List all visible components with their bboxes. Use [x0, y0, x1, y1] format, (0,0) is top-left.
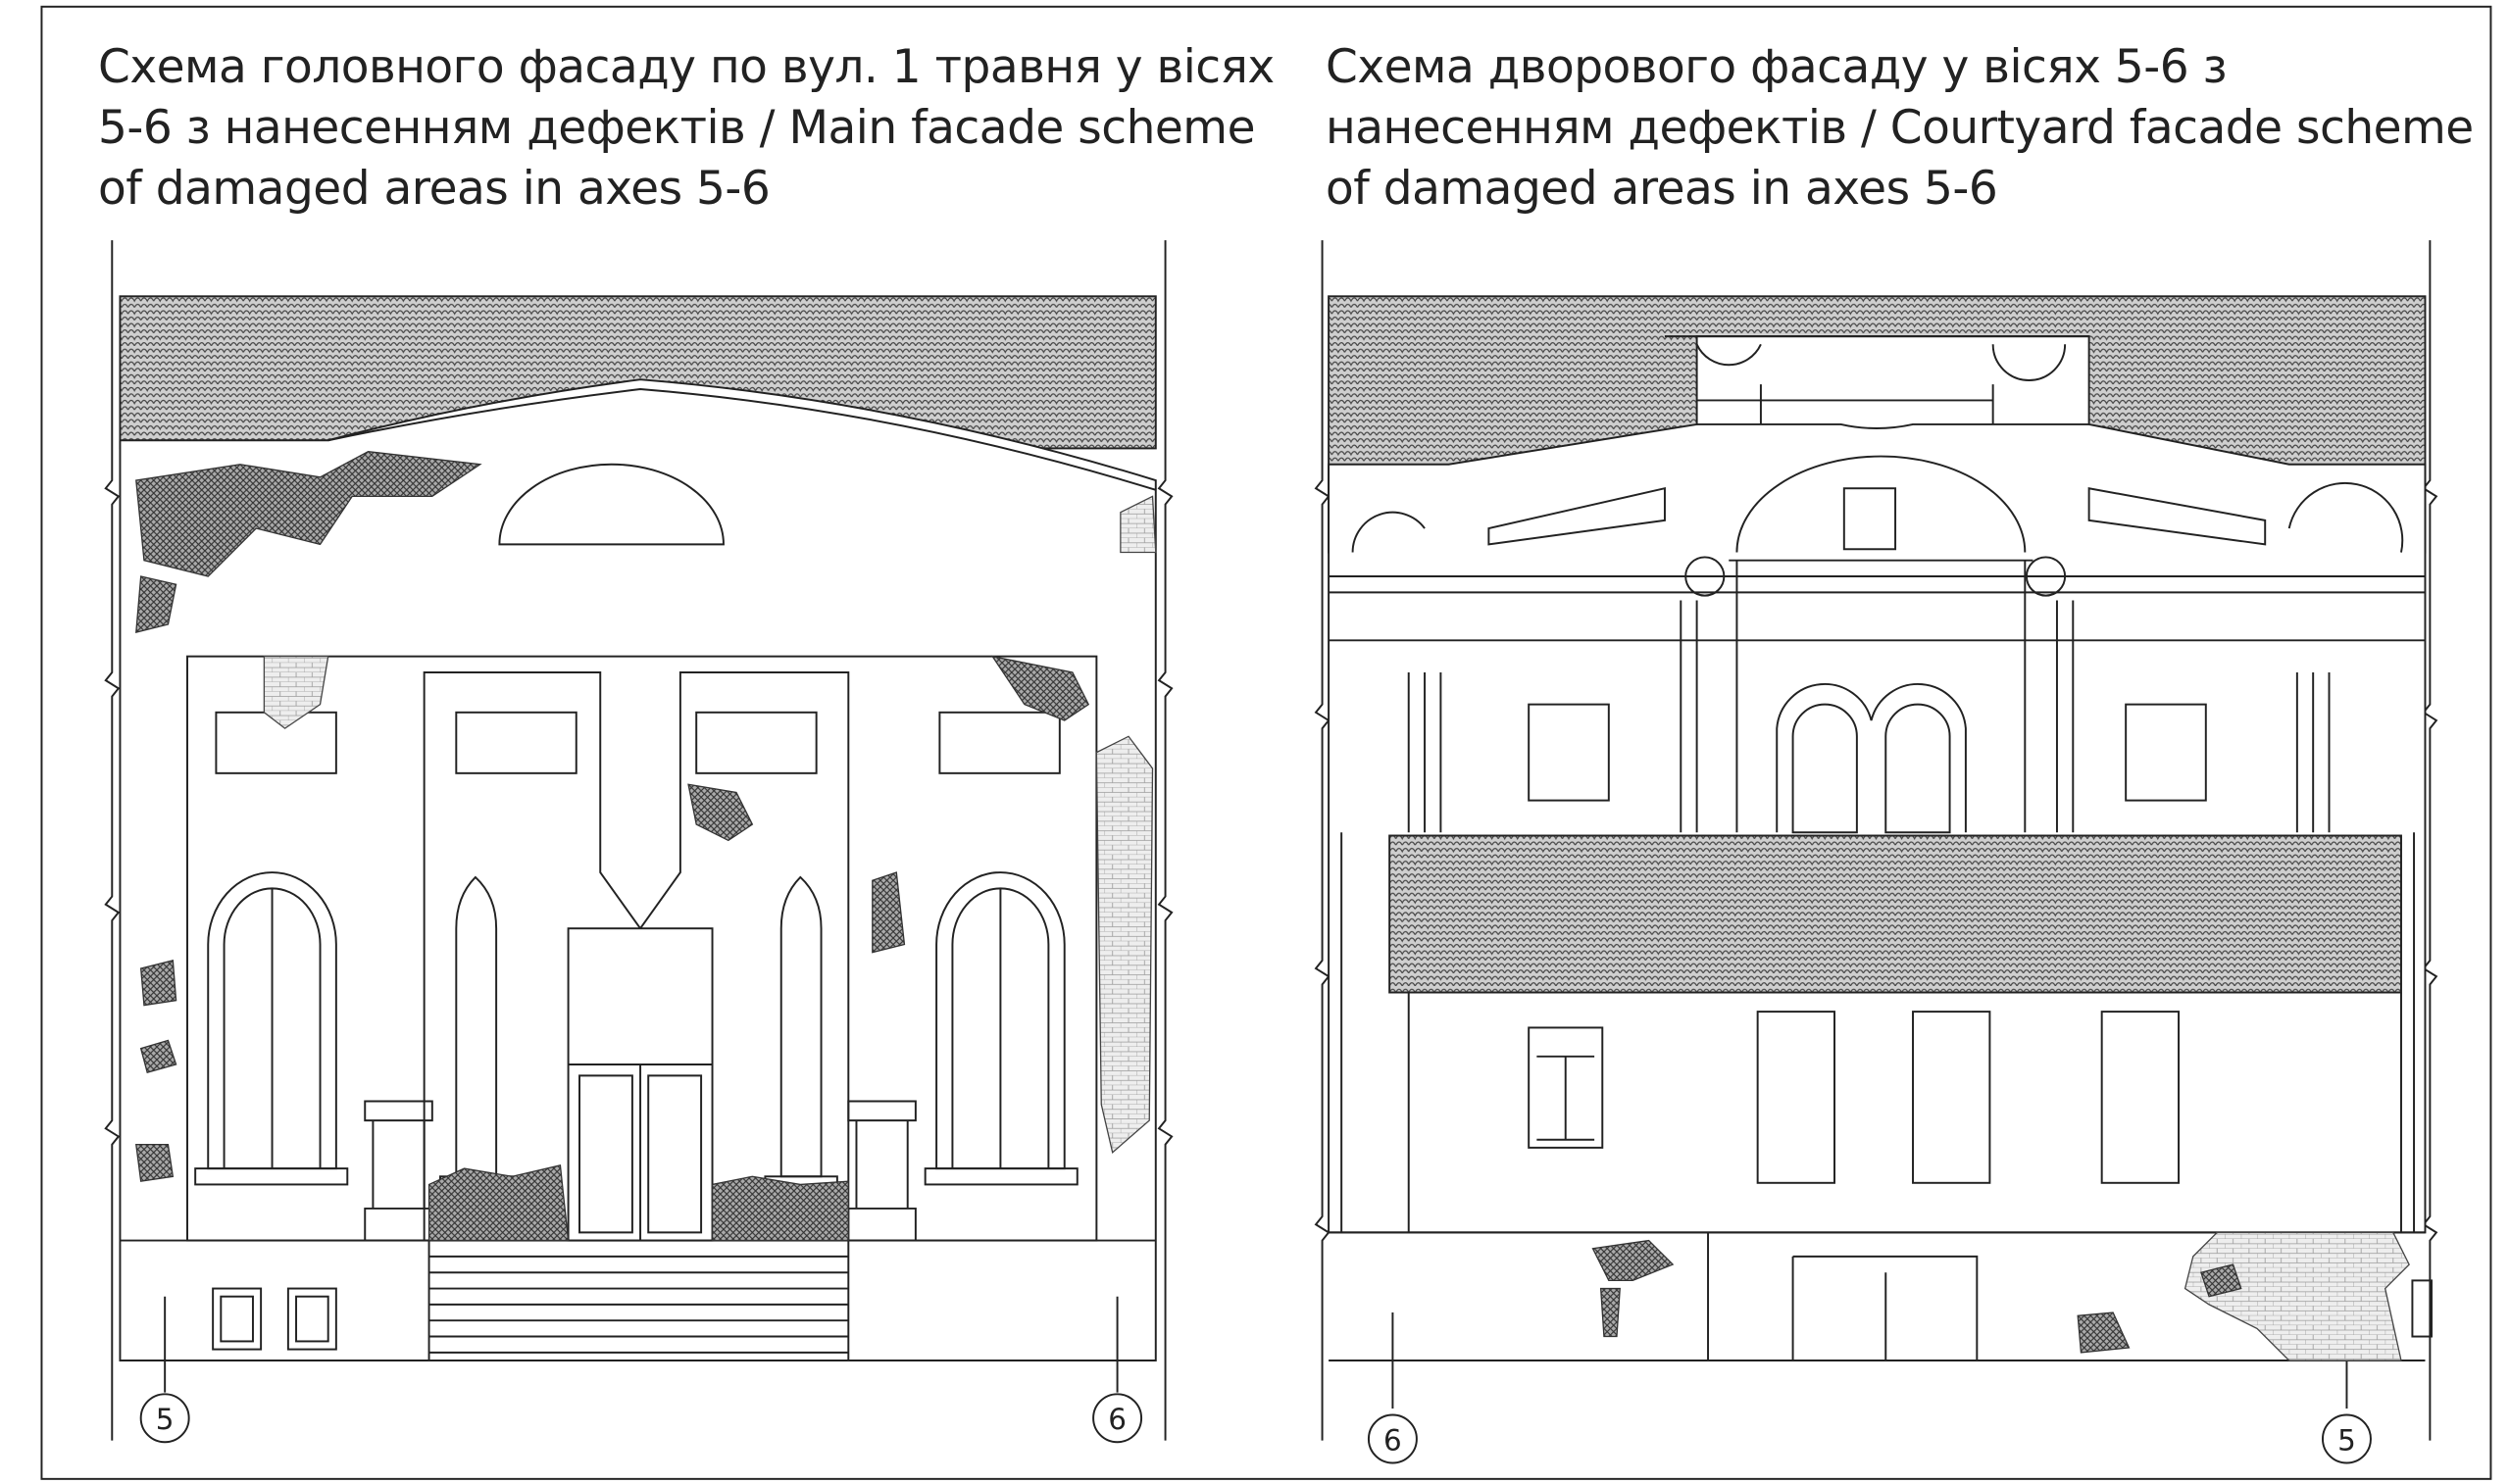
damage-area: [139, 1039, 177, 1073]
damage-area: [872, 871, 906, 954]
break-line-left: [1314, 240, 1330, 1441]
small-window: [1842, 487, 1897, 551]
axis-label: 6: [1383, 1423, 1402, 1457]
axis-marker-5: [2322, 1413, 2372, 1464]
axis-label: 5: [156, 1403, 175, 1436]
blind-window: [1912, 1011, 1991, 1184]
axis-label: 5: [2337, 1423, 2356, 1457]
blind-window: [1756, 1011, 1835, 1184]
damage-area: [135, 451, 482, 577]
break-line-right: [1157, 240, 1174, 1441]
axis-marker-6: [1367, 1413, 1418, 1464]
damage-area: [687, 783, 754, 842]
damage-area: [711, 1175, 849, 1242]
main-facade-drawing: 5 6: [104, 240, 1174, 1444]
lower-roof-tiles: [1388, 834, 2402, 994]
blind-window: [2100, 1011, 2181, 1184]
axis-label: 6: [1108, 1403, 1127, 1436]
lancet-window: [455, 875, 498, 1178]
exposed-brick: [1120, 495, 1157, 554]
exposed-brick: [2184, 1231, 2410, 1361]
damage-area: [2077, 1311, 2131, 1354]
facade-wall: [1328, 335, 2427, 1234]
facade-wall: [119, 378, 1157, 1361]
lunette: [498, 463, 725, 546]
break-line-left: [104, 240, 121, 1441]
window: [1528, 1026, 1604, 1149]
arched-window: [1791, 703, 1951, 834]
damage-area: [1599, 1287, 1621, 1338]
axis-marker-5: [139, 1393, 190, 1444]
damage-area: [135, 575, 177, 634]
main-facade-title: Схема головного фасаду по вул. 1 травня …: [98, 40, 1275, 216]
lancet-window: [779, 875, 823, 1178]
damage-area: [990, 655, 1090, 721]
axis-marker-6: [1092, 1393, 1143, 1444]
damage-area: [135, 1143, 175, 1182]
damage-area: [427, 1164, 570, 1242]
damage-area: [1591, 1239, 1675, 1282]
damage-area: [139, 960, 177, 1007]
sheet-border: [40, 5, 2492, 1480]
courtyard-facade-drawing: 6 5: [1314, 240, 2438, 1464]
exposed-brick: [1095, 735, 1154, 1154]
exposed-brick: [263, 656, 329, 729]
courtyard-facade-title: Схема дворового фасаду у вісях 5-6 з нан…: [1326, 40, 2474, 216]
